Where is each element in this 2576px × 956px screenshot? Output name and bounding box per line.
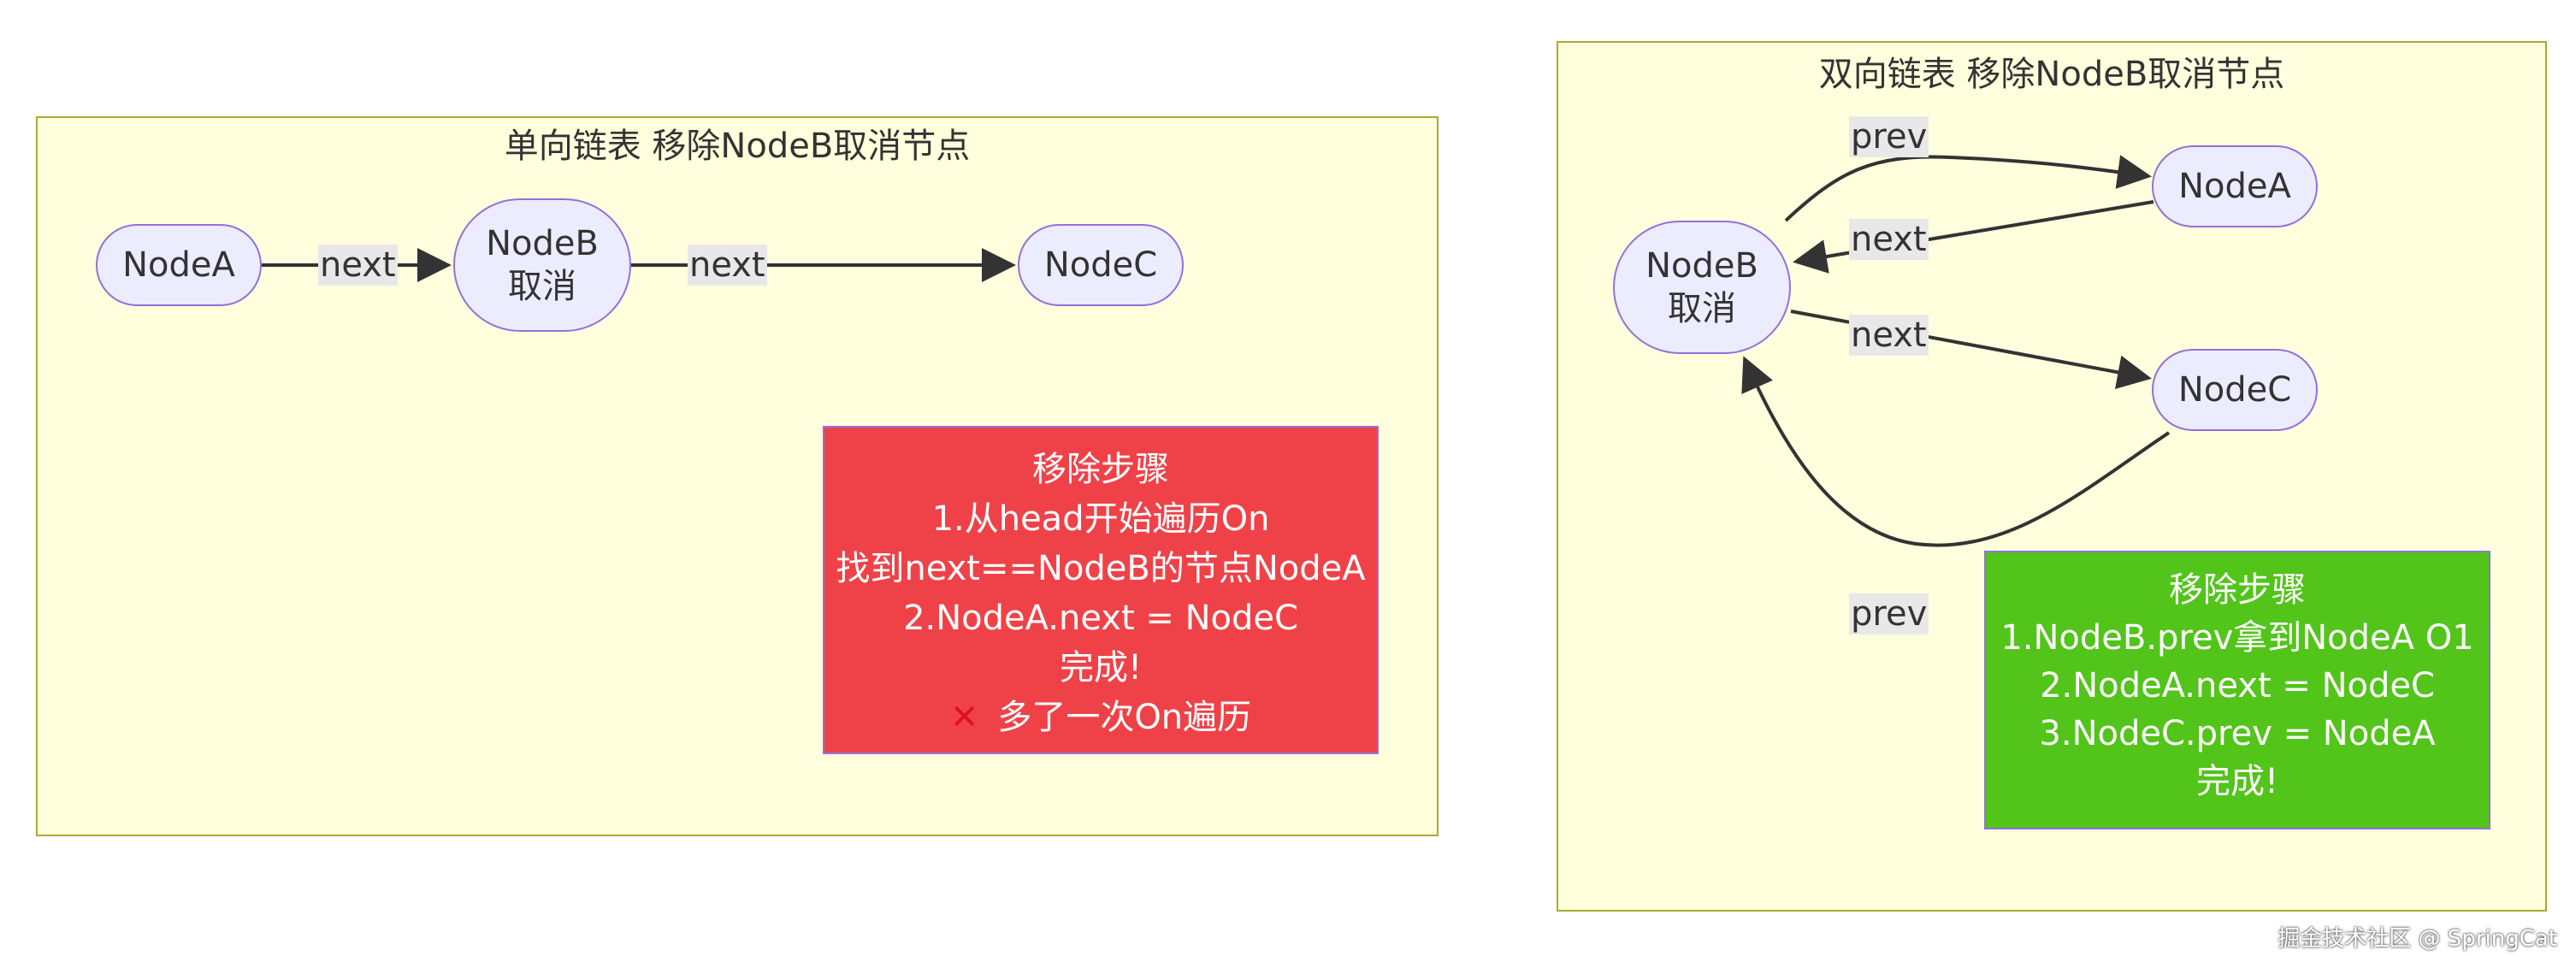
singly-node-b: NodeB 取消 — [453, 198, 631, 332]
edge-doubly-b-to-c-next — [1790, 310, 2152, 390]
singly-node-c: NodeC — [1018, 224, 1184, 306]
edge-label-doubly-b-to-c-next: next — [1849, 315, 1929, 356]
watermark: 掘金技术社区 @ SpringCat — [2278, 926, 2557, 952]
singly-note-line-4: 完成! — [1059, 648, 1143, 687]
singly-note-line-5: ✕ 多了一次On遍历 — [824, 693, 1377, 742]
edge-label-singly-b-to-c: next — [688, 245, 767, 286]
singly-note-cross-text: 多了一次On遍历 — [997, 698, 1252, 737]
doubly-node-b-label-2: 取消 — [1668, 289, 1736, 328]
singly-node-b-label-2: 取消 — [508, 267, 576, 306]
doubly-cluster-title: 双向链表 移除NodeB取消节点 — [1818, 55, 2285, 94]
doubly-node-c: NodeC — [2152, 349, 2318, 431]
doubly-note-line-3: 3.NodeC.prev = NodeA — [2039, 714, 2436, 753]
singly-cluster-title: 单向链表 移除NodeB取消节点 — [504, 127, 971, 166]
edge-label-doubly-b-to-a-prev: prev — [1849, 116, 1929, 157]
doubly-note-line-4: 完成! — [2195, 762, 2279, 801]
singly-removal-steps-note: 移除步骤 1.从head开始遍历On 找到next==NodeB的节点NodeA… — [823, 426, 1379, 754]
edge-label-doubly-a-to-b-next: next — [1849, 219, 1929, 260]
singly-note-line-1: 1.从head开始遍历On — [931, 499, 1270, 539]
doubly-node-b: NodeB 取消 — [1613, 221, 1791, 354]
singly-note-title: 移除步骤 — [1032, 450, 1169, 489]
singly-node-b-label-1: NodeB — [486, 224, 599, 263]
doubly-note-line-2: 2.NodeA.next = NodeC — [2040, 666, 2435, 705]
doubly-note-line-1: 1.NodeB.prev拿到NodeA O1 — [2000, 618, 2474, 658]
doubly-node-a: NodeA — [2152, 145, 2318, 227]
singly-note-line-2: 找到next==NodeB的节点NodeA — [836, 549, 1366, 588]
singly-node-c-label: NodeC — [1043, 245, 1158, 285]
doubly-node-c-label: NodeC — [2177, 370, 2292, 410]
doubly-removal-steps-note: 移除步骤 1.NodeB.prev拿到NodeA O1 2.NodeA.next… — [1984, 551, 2490, 829]
edge-label-doubly-c-to-b-prev: prev — [1849, 593, 1929, 634]
singly-node-a-label: NodeA — [122, 245, 235, 285]
singly-note-line-3: 2.NodeA.next = NodeC — [903, 599, 1298, 638]
singly-node-a: NodeA — [96, 224, 262, 306]
edge-label-singly-a-to-b: next — [318, 245, 398, 286]
edge-doubly-b-to-a-prev — [1784, 155, 2152, 222]
doubly-note-title: 移除步骤 — [2169, 570, 2306, 610]
doubly-node-a-label: NodeA — [2178, 167, 2291, 206]
edge-doubly-c-to-b-prev — [1741, 356, 2171, 547]
doubly-node-b-label-1: NodeB — [1645, 246, 1758, 286]
cross-mark-icon: ✕ — [949, 698, 979, 737]
